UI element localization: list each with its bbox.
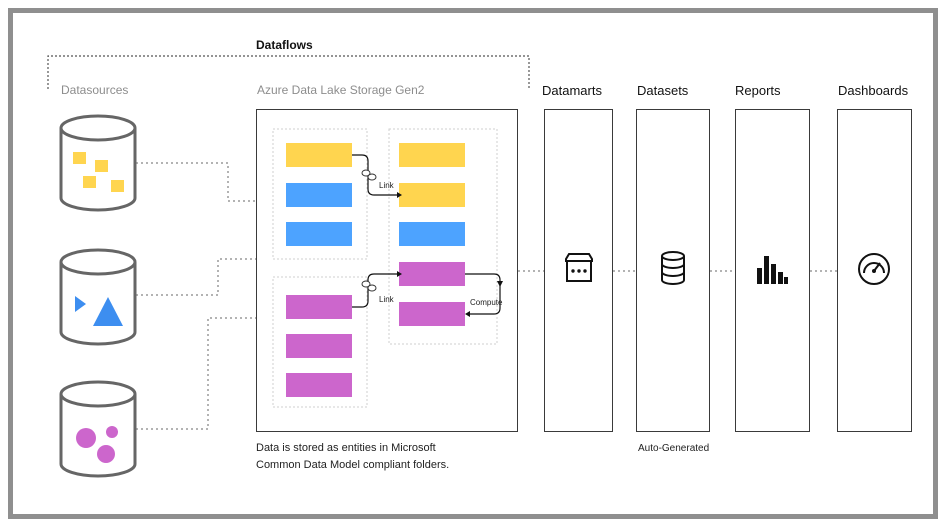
link-label-2: Link — [379, 295, 394, 304]
auto-generated-label: Auto-Generated — [638, 443, 710, 454]
connector-source-3 — [136, 317, 258, 430]
datasource-cylinder-2 — [59, 248, 137, 346]
database-icon — [661, 251, 685, 285]
link-arrow-2 — [352, 273, 397, 308]
store-icon — [565, 253, 593, 282]
datasets-label: Datasets — [637, 83, 689, 98]
datasource-cylinder-1 — [59, 114, 137, 212]
entity-magenta — [399, 302, 465, 326]
entity-blue — [399, 222, 465, 246]
link-label-1: Link — [379, 181, 394, 190]
diagram-frame: Dataflows Datasources Azure Data Lake St… — [8, 8, 938, 519]
triangle-icon — [93, 297, 123, 326]
storage-entities — [272, 128, 503, 408]
datasource-cylinder-3 — [59, 380, 137, 478]
entity-magenta — [286, 373, 352, 397]
datasets-column — [636, 109, 710, 432]
entity-group-2 — [388, 128, 498, 345]
dataflows-bracket — [47, 55, 530, 89]
bar-chart-icon — [757, 256, 788, 284]
yellow-square-icon — [73, 152, 86, 164]
entity-magenta — [286, 334, 352, 358]
entity-magenta — [399, 262, 465, 286]
datamarts-column — [544, 109, 613, 432]
connector-source-2 — [136, 258, 258, 296]
storage-caption-line-1: Data is stored as entities in Microsoft — [256, 442, 436, 454]
dataflows-label: Dataflows — [256, 38, 313, 52]
storage-caption-line-2: Common Data Model compliant folders. — [256, 459, 450, 471]
entity-yellow — [399, 143, 465, 167]
connector-layer — [47, 55, 837, 430]
circle-icon — [76, 428, 96, 448]
play-triangle-icon — [75, 296, 86, 312]
datamarts-label: Datamarts — [542, 83, 602, 98]
compute-arrow — [465, 273, 501, 315]
entity-yellow — [286, 143, 352, 167]
entity-blue — [286, 183, 352, 207]
datasources-label: Datasources — [61, 83, 129, 97]
link-icon-2 — [361, 280, 377, 292]
storage-label: Azure Data Lake Storage Gen2 — [257, 83, 425, 97]
reports-label: Reports — [735, 83, 781, 98]
entity-yellow — [399, 183, 465, 207]
gauge-icon — [858, 253, 890, 285]
dashboards-label: Dashboards — [838, 83, 909, 98]
entity-blue — [286, 222, 352, 246]
entity-magenta — [286, 295, 352, 319]
connector-source-1 — [136, 162, 258, 202]
compute-label: Compute — [470, 298, 503, 307]
link-icon-1 — [361, 169, 377, 181]
